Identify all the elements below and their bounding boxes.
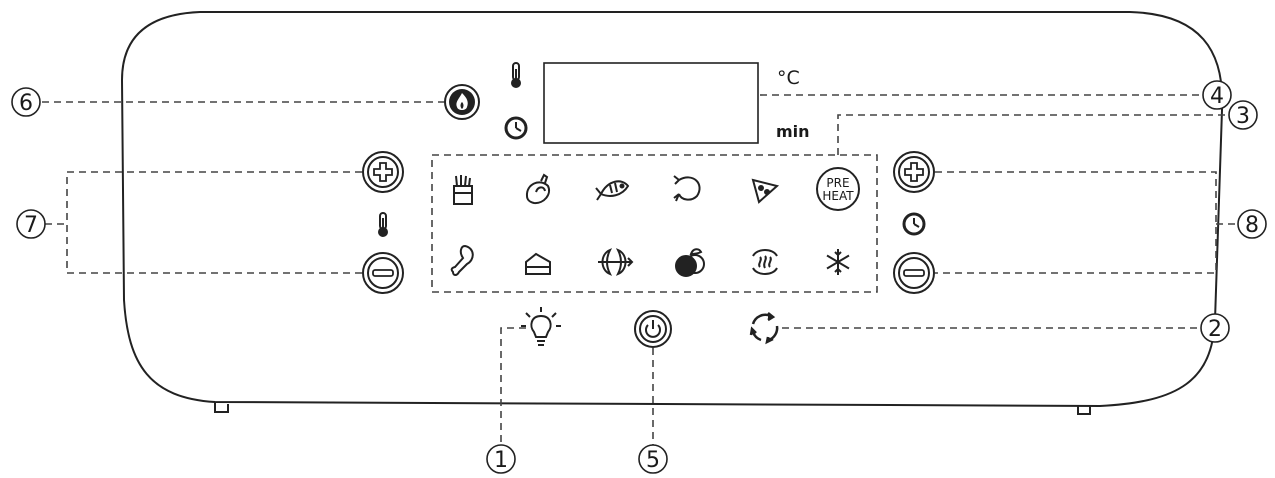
svg-text:3: 3 (1236, 104, 1250, 129)
panel-foot-right (1077, 406, 1091, 415)
flame-button[interactable] (444, 84, 480, 120)
callout-6: 6 (11, 87, 41, 117)
fish-icon (595, 180, 630, 201)
preset-pizza[interactable] (751, 178, 780, 204)
callout-4: 4 (1202, 80, 1232, 110)
drumstick-icon (450, 244, 474, 276)
preset-grid (431, 154, 878, 293)
preset-shrimp[interactable] (673, 175, 701, 202)
chicken-leg-roast-icon (525, 173, 550, 205)
preset-fish[interactable] (595, 180, 630, 201)
preset-drumstick[interactable] (450, 244, 474, 276)
thermometer-icon (511, 62, 521, 88)
preset-fruit[interactable] (675, 248, 705, 277)
callout-5: 5 (638, 444, 668, 474)
time-plus-button[interactable] (893, 151, 935, 193)
cake-icon (525, 252, 551, 275)
time-minus-button[interactable] (893, 252, 935, 294)
display-unit-time: min (776, 122, 810, 141)
callout-2: 2 (1200, 313, 1230, 343)
leader-7 (45, 171, 362, 274)
panel-foot-left (214, 402, 229, 413)
clock-icon (902, 212, 926, 236)
rotate-icon (749, 312, 779, 345)
display-screen (543, 62, 759, 144)
temperature-plus-button[interactable] (362, 151, 404, 193)
panel-outline (120, 11, 1224, 408)
svg-text:2: 2 (1208, 317, 1222, 342)
pizza-icon (751, 178, 780, 204)
vegetable-icon (598, 248, 634, 276)
clock-icon (504, 116, 528, 140)
preset-chicken[interactable] (525, 173, 550, 205)
callout-7: 7 (16, 209, 46, 239)
light-button[interactable] (521, 307, 561, 346)
shrimp-icon (673, 175, 701, 202)
plus-icon (904, 162, 924, 182)
reheat-icon (752, 249, 778, 275)
callout-1: 1 (486, 444, 516, 474)
fruit-icon (675, 248, 705, 277)
svg-text:5: 5 (646, 448, 660, 473)
power-button[interactable] (634, 310, 672, 348)
preset-cake[interactable] (525, 252, 551, 275)
preheat-label-line2: HEAT (822, 189, 854, 203)
rotate-button[interactable] (749, 312, 779, 345)
preheat-button[interactable]: PRE HEAT (816, 167, 860, 211)
light-icon (521, 307, 561, 346)
leader-1 (500, 327, 526, 445)
leader-3 (837, 114, 1228, 155)
preset-fries[interactable] (453, 175, 473, 205)
leader-8 (935, 171, 1238, 274)
preset-reheat[interactable] (752, 249, 778, 275)
svg-text:8: 8 (1245, 213, 1259, 238)
display-unit-temperature: °C (777, 67, 800, 89)
preset-defrost[interactable] (826, 249, 850, 275)
svg-text:4: 4 (1210, 84, 1224, 109)
power-icon (645, 320, 661, 338)
svg-text:1: 1 (494, 448, 508, 473)
defrost-icon (826, 249, 850, 275)
fries-icon (453, 175, 473, 205)
preheat-label-line1: PRE (826, 176, 849, 190)
flame-icon (456, 93, 468, 110)
minus-icon (372, 269, 394, 277)
thermometer-icon (378, 212, 388, 237)
minus-icon (903, 269, 925, 277)
preset-vegetable[interactable] (598, 248, 634, 276)
plus-icon (373, 162, 393, 182)
svg-text:6: 6 (19, 91, 33, 116)
callout-3: 3 (1228, 100, 1258, 130)
svg-text:7: 7 (24, 213, 38, 238)
temperature-minus-button[interactable] (362, 252, 404, 294)
callout-8: 8 (1237, 209, 1267, 239)
